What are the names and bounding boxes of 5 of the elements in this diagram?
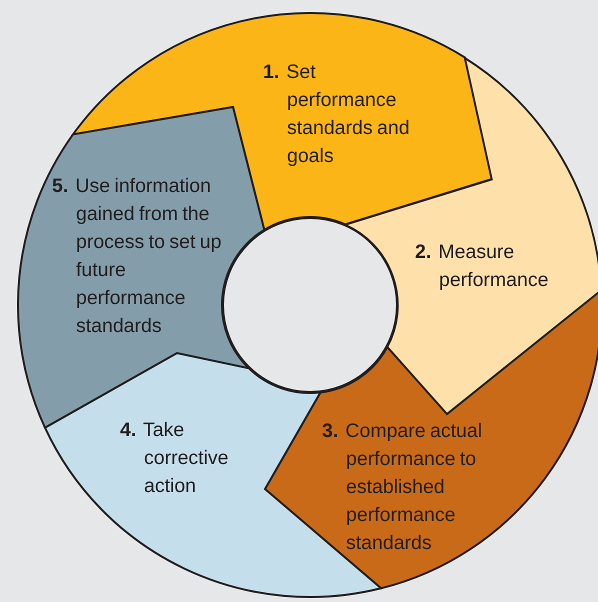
step-text: 2. Measure performance [414, 240, 550, 293]
step-text: 3. Compare actual performance to established performance standards [322, 418, 484, 556]
step-text: 4. Take corrective action [120, 418, 230, 499]
step-text: 1. Set performance standards and goals [262, 60, 411, 169]
step-text: 5. Use information gained from the process to set up future performance standards [52, 174, 222, 339]
